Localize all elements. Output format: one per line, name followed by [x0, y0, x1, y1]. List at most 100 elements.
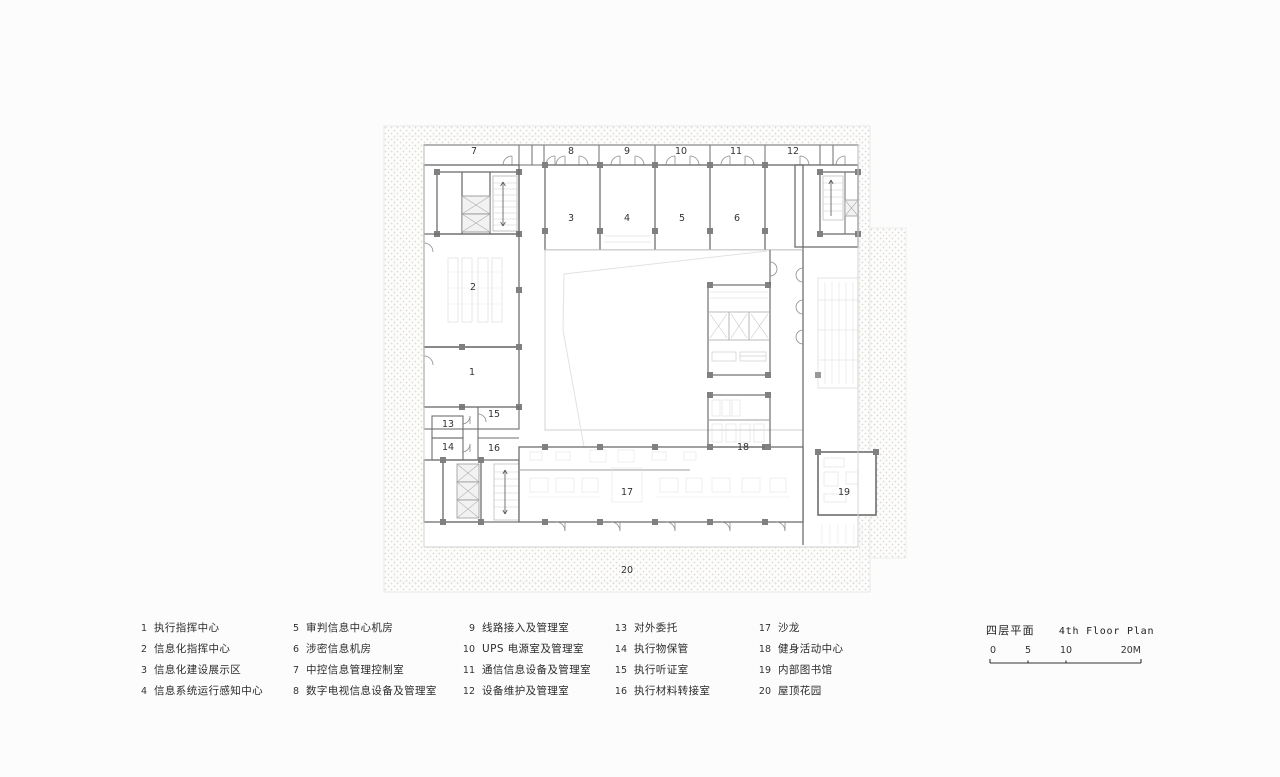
legend-label: 屋顶花园	[778, 685, 822, 697]
legend-label: 涉密信息机房	[306, 643, 372, 655]
legend-label: 通信信息设备及管理室	[482, 664, 591, 676]
legend-number: 18	[758, 644, 771, 655]
legend-number: 9	[468, 623, 475, 634]
legend-item: 20 屋顶花园	[752, 683, 843, 704]
legend-item: 9 线路接入及管理室	[456, 620, 591, 641]
legend-label: 设备维护及管理室	[482, 685, 570, 697]
room-number-11: 11	[730, 146, 742, 157]
legend-label: 线路接入及管理室	[482, 622, 570, 634]
legend-number: 1	[140, 623, 147, 634]
legend-number: 12	[462, 686, 475, 697]
legend-column-4: 13 对外委托 14 执行物保管 15 执行听证室 16 执行材料转接室	[608, 620, 710, 704]
legend-item: 19 内部图书馆	[752, 662, 843, 683]
legend-label: 信息系统运行感知中心	[154, 685, 263, 697]
legend-label: 执行听证室	[634, 664, 689, 676]
legend-item: 2 信息化指挥中心	[128, 641, 263, 662]
legend-item: 16 执行材料转接室	[608, 683, 710, 704]
legend-item: 8 数字电视信息设备及管理室	[280, 683, 437, 704]
legend-item: 13 对外委托	[608, 620, 710, 641]
legend-column-2: 5 审判信息中心机房 6 涉密信息机房 7 中控信息管理控制室 8 数字电视信息…	[280, 620, 437, 704]
legend-number: 4	[140, 686, 147, 697]
legend-item: 3 信息化建设展示区	[128, 662, 263, 683]
legend-number: 15	[614, 665, 627, 676]
drawing-title: 四层平面 4th Floor Plan	[986, 622, 1206, 638]
room-number-18: 18	[737, 442, 749, 453]
elevator-shaft-icon	[461, 195, 491, 233]
legend-column-3: 9 线路接入及管理室 10 UPS 电源室及管理室 11 通信信息设备及管理室 …	[456, 620, 591, 704]
legend-number: 5	[292, 623, 299, 634]
northwest-service-core	[434, 169, 522, 237]
room-number-6: 6	[734, 213, 740, 224]
east-service-block	[707, 282, 771, 378]
room-17-salon	[518, 444, 804, 532]
legend-label: 数字电视信息设备及管理室	[306, 685, 437, 697]
legend-number: 6	[292, 644, 299, 655]
legend-item: 5 审判信息中心机房	[280, 620, 437, 641]
legend-number: 10	[462, 644, 475, 655]
scale-tick-2: 10	[1060, 645, 1072, 656]
drawing-title-cn: 四层平面	[986, 624, 1035, 637]
legend-label: 执行指挥中心	[154, 622, 220, 634]
legend-number: 17	[758, 623, 771, 634]
room-number-1: 1	[469, 367, 475, 378]
room-number-8: 8	[568, 146, 574, 157]
legend-label: 审判信息中心机房	[306, 622, 394, 634]
legend-number: 3	[140, 665, 147, 676]
legend-number: 16	[614, 686, 627, 697]
stair-run-icon	[492, 175, 518, 232]
room-number-15: 15	[488, 409, 500, 420]
legend-item: 12 设备维护及管理室	[456, 683, 591, 704]
room-number-9: 9	[624, 146, 630, 157]
stair-run-icon	[822, 175, 844, 221]
legend-number: 13	[614, 623, 627, 634]
scale-tick-1: 5	[1025, 645, 1031, 656]
legend-number: 20	[758, 686, 771, 697]
legend-item: 17 沙龙	[752, 620, 843, 641]
room-18-fitness	[707, 392, 771, 450]
room-number-13: 13	[442, 419, 454, 430]
room-number-10: 10	[675, 146, 687, 157]
scale-bar-line	[989, 659, 1142, 664]
room-number-4: 4	[624, 213, 630, 224]
legend-label: 执行材料转接室	[634, 685, 711, 697]
slab-outline	[423, 145, 859, 548]
legend-column-1: 1 执行指挥中心 2 信息化指挥中心 3 信息化建设展示区 4 信息系统运行感知…	[128, 620, 263, 704]
room-number-7: 7	[471, 146, 477, 157]
scale-tick-3: 20M	[1121, 645, 1141, 656]
room-number-16: 16	[488, 443, 500, 454]
legend-number: 8	[292, 686, 299, 697]
legend-label: 信息化建设展示区	[154, 664, 242, 676]
legend-number: 11	[462, 665, 475, 676]
southwest-service-core	[423, 457, 520, 525]
legend-item: 11 通信信息设备及管理室	[456, 662, 591, 683]
room-number-20: 20	[621, 565, 633, 576]
room-19-library	[815, 449, 879, 544]
legend-label: 对外委托	[634, 622, 678, 634]
room-number-17: 17	[621, 487, 633, 498]
legend-label: 执行物保管	[634, 643, 689, 655]
room-number-5: 5	[679, 213, 685, 224]
legend-label: 健身活动中心	[778, 643, 844, 655]
legend-label: 内部图书馆	[778, 664, 833, 676]
legend-item: 7 中控信息管理控制室	[280, 662, 437, 683]
drawing-title-block: 四层平面 4th Floor Plan	[986, 622, 1206, 638]
legend-item: 14 执行物保管	[608, 641, 710, 662]
room-number-19: 19	[838, 487, 850, 498]
legend-item: 1 执行指挥中心	[128, 620, 263, 641]
stair-run-icon	[493, 463, 520, 521]
legend-label: 中控信息管理控制室	[306, 664, 405, 676]
legend-item: 10 UPS 电源室及管理室	[456, 641, 591, 662]
legend-item: 18 健身活动中心	[752, 641, 843, 662]
legend-number: 19	[758, 665, 771, 676]
legend-item: 4 信息系统运行感知中心	[128, 683, 263, 704]
room-number-12: 12	[787, 146, 799, 157]
room-number-3: 3	[568, 213, 574, 224]
legend-number: 14	[614, 644, 627, 655]
legend-label: UPS 电源室及管理室	[482, 643, 584, 655]
room-2-furniture	[447, 257, 503, 323]
